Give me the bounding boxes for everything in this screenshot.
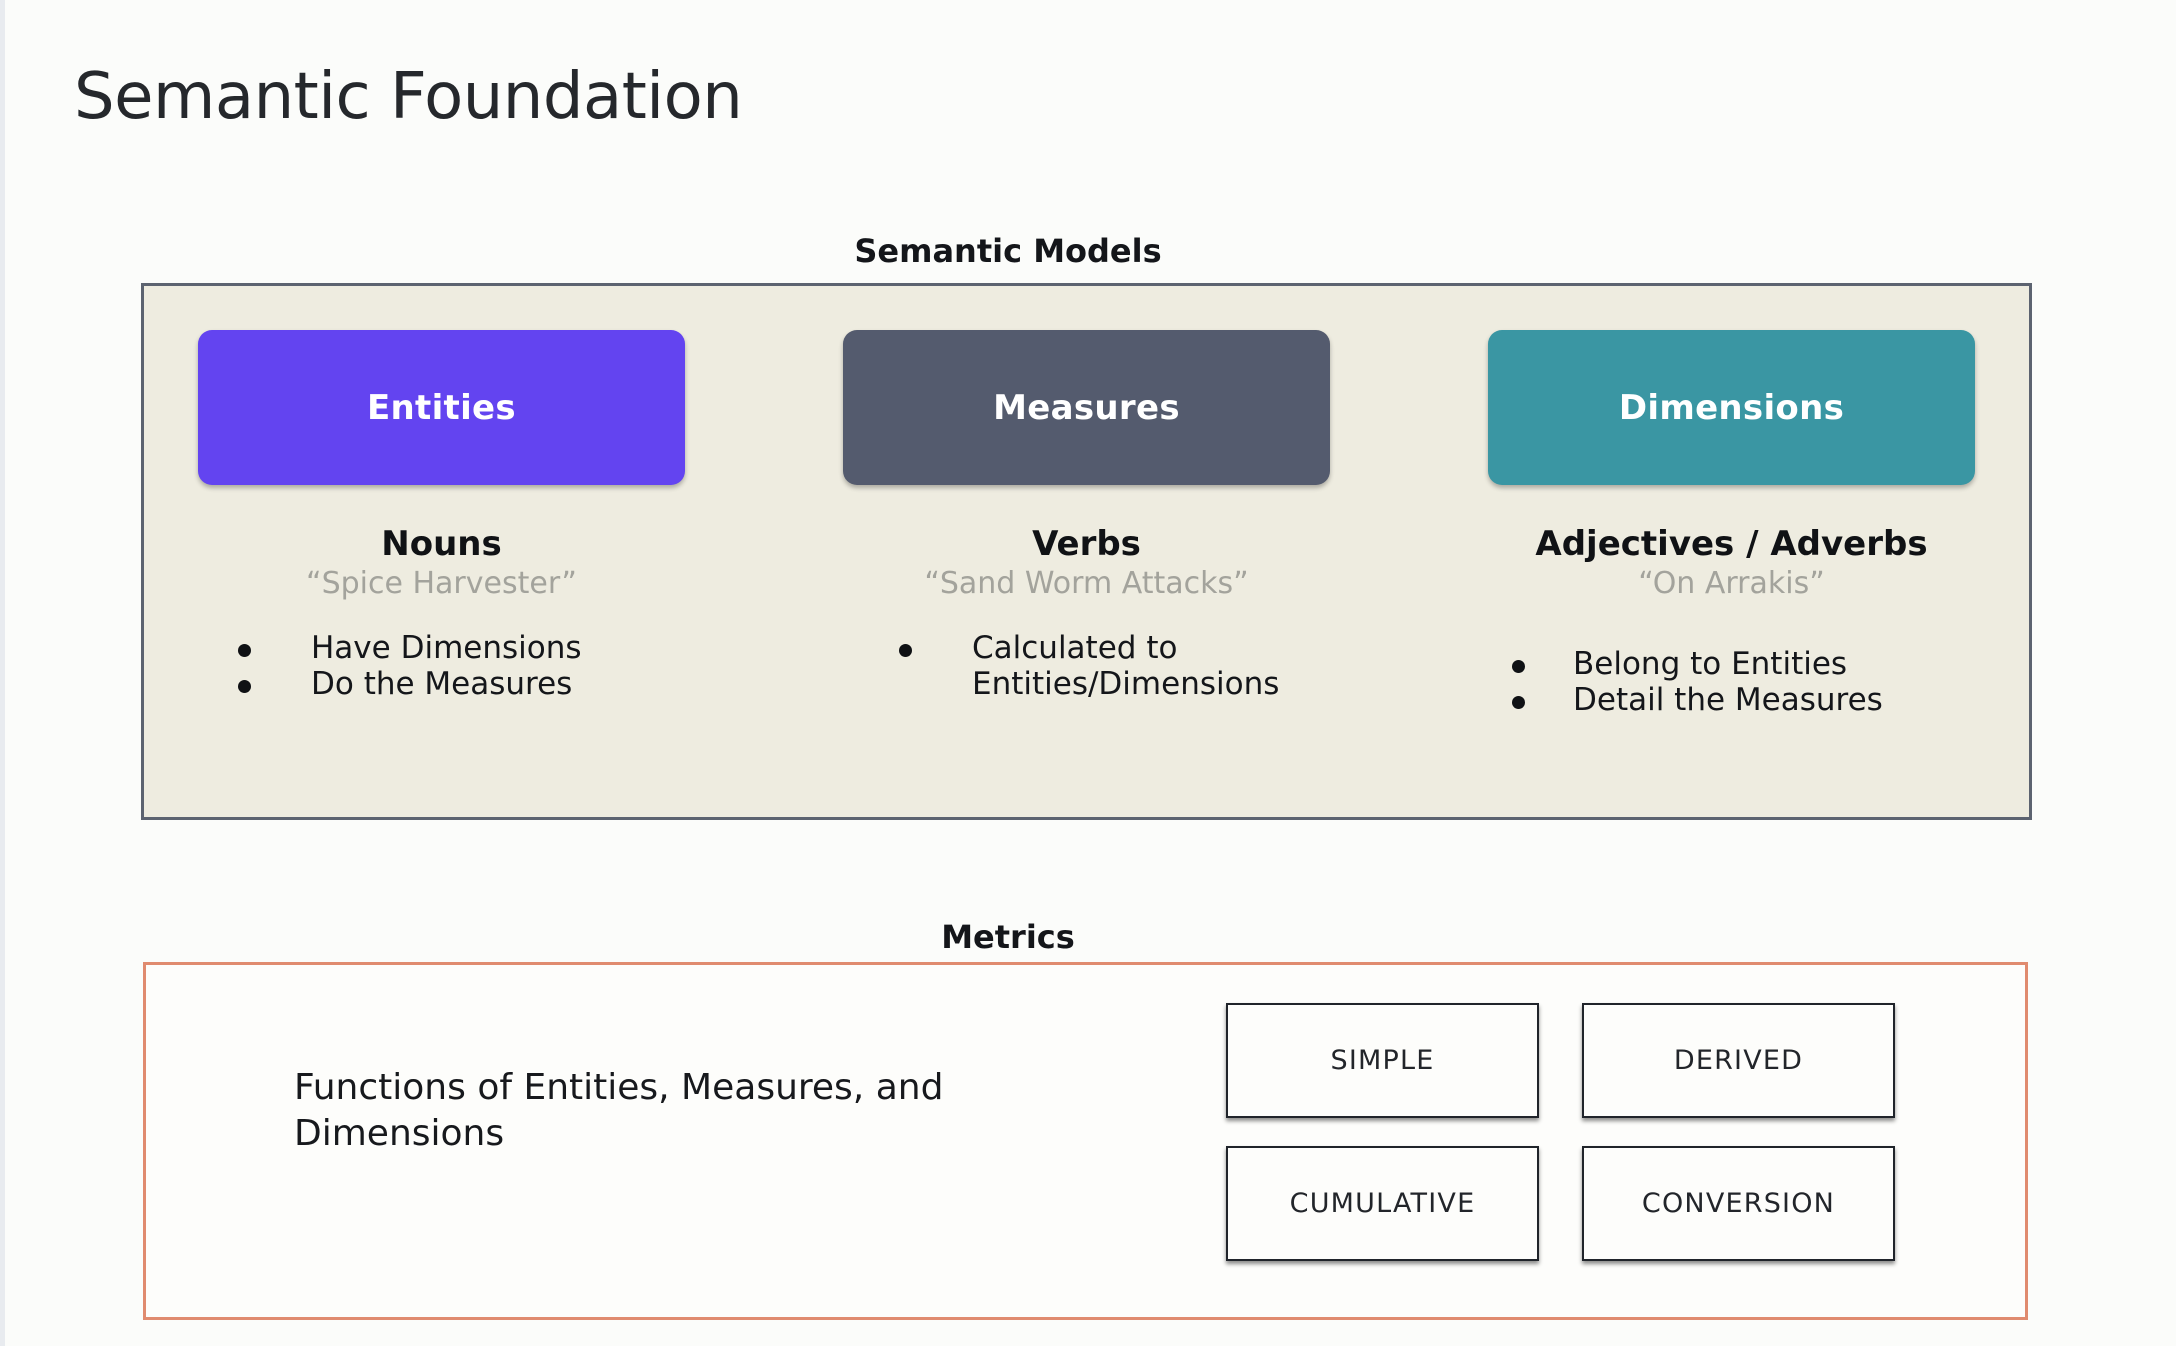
entities-description-column: Nouns “Spice Harvester” Have Dimensions … bbox=[198, 524, 685, 719]
measures-bullet-0: Calculated to Entities/Dimensions bbox=[972, 629, 1280, 703]
page-title: Semantic Foundation bbox=[74, 60, 743, 134]
dimensions-card-label: Dimensions bbox=[1618, 387, 1845, 428]
dimensions-part-of-speech: Adjectives / Adverbs bbox=[1535, 524, 1928, 564]
dimensions-example: “On Arrakis” bbox=[1638, 566, 1825, 602]
measures-bullet-list: Calculated to Entities/Dimensions bbox=[843, 630, 1330, 703]
metric-type-simple[interactable]: SIMPLE bbox=[1226, 1003, 1539, 1118]
bullet-dot-icon bbox=[1512, 659, 1525, 673]
measures-description-column: Verbs “Sand Worm Attacks” Calculated to … bbox=[843, 524, 1330, 719]
bullet-dot-icon bbox=[238, 643, 251, 657]
metric-type-conversion[interactable]: CONVERSION bbox=[1582, 1146, 1895, 1261]
metric-types-grid: SIMPLE DERIVED CUMULATIVE CONVERSION bbox=[1226, 1003, 1895, 1261]
semantic-models-descriptions-row: Nouns “Spice Harvester” Have Dimensions … bbox=[144, 524, 2029, 719]
list-item: Calculated to Entities/Dimensions bbox=[899, 630, 1330, 703]
measures-card[interactable]: Measures bbox=[843, 330, 1330, 485]
metric-type-conversion-label: CONVERSION bbox=[1641, 1188, 1836, 1219]
dimensions-description-column: Adjectives / Adverbs “On Arrakis” Belong… bbox=[1488, 524, 1975, 719]
entities-bullet-list: Have Dimensions Do the Measures bbox=[198, 630, 685, 703]
entities-part-of-speech: Nouns bbox=[381, 524, 502, 564]
semantic-models-cards-row: Entities Measures Dimensions bbox=[144, 330, 2029, 485]
list-item: Detail the Measures bbox=[1512, 682, 1975, 719]
metric-type-cumulative[interactable]: CUMULATIVE bbox=[1226, 1146, 1539, 1261]
list-item: Do the Measures bbox=[238, 666, 685, 703]
bullet-dot-icon bbox=[238, 680, 251, 694]
bullet-dot-icon bbox=[1512, 696, 1525, 710]
left-edge-strip bbox=[0, 0, 5, 1346]
list-item: Have Dimensions bbox=[238, 630, 685, 667]
dimensions-bullet-0: Belong to Entities bbox=[1573, 645, 1848, 682]
bullet-dot-icon bbox=[899, 643, 912, 657]
list-item: Belong to Entities bbox=[1512, 646, 1975, 683]
dimensions-bullet-list: Belong to Entities Detail the Measures bbox=[1488, 646, 1975, 719]
metric-type-cumulative-label: CUMULATIVE bbox=[1289, 1188, 1476, 1219]
entities-card-label: Entities bbox=[367, 387, 516, 428]
measures-card-label: Measures bbox=[993, 387, 1180, 428]
entities-bullet-0: Have Dimensions bbox=[311, 629, 582, 666]
semantic-models-panel: Entities Measures Dimensions Nouns “Spic… bbox=[141, 283, 2032, 820]
entities-example: “Spice Harvester” bbox=[306, 566, 577, 602]
dimensions-bullet-1: Detail the Measures bbox=[1573, 682, 1883, 719]
metric-type-simple-label: SIMPLE bbox=[1330, 1045, 1435, 1076]
dimensions-card[interactable]: Dimensions bbox=[1488, 330, 1975, 485]
metric-type-derived[interactable]: DERIVED bbox=[1582, 1003, 1895, 1118]
metrics-heading: Metrics bbox=[941, 918, 1075, 956]
measures-example: “Sand Worm Attacks” bbox=[924, 566, 1249, 602]
entities-bullet-1: Do the Measures bbox=[311, 666, 573, 703]
metric-type-derived-label: DERIVED bbox=[1673, 1045, 1804, 1076]
semantic-models-heading: Semantic Models bbox=[854, 232, 1162, 270]
measures-part-of-speech: Verbs bbox=[1032, 524, 1141, 564]
metrics-panel: Functions of Entities, Measures, and Dim… bbox=[143, 962, 2028, 1320]
entities-card[interactable]: Entities bbox=[198, 330, 685, 485]
metrics-description: Functions of Entities, Measures, and Dim… bbox=[294, 1067, 944, 1155]
